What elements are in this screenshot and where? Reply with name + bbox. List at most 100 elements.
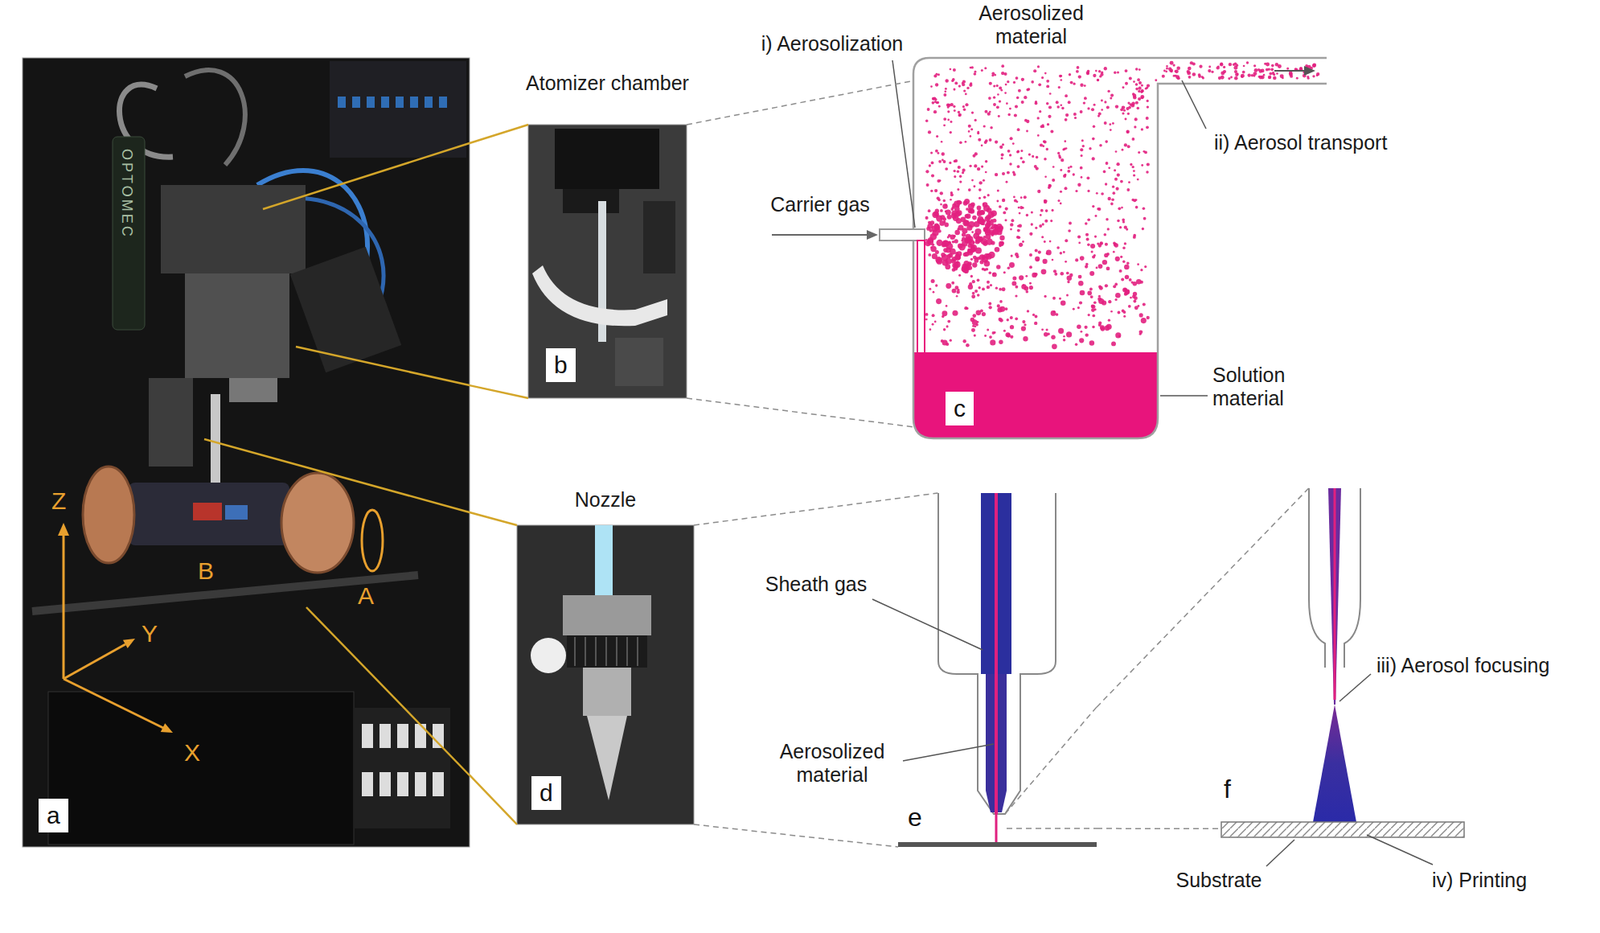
aerosol-droplet: [974, 289, 978, 293]
aerosol-droplet: [1017, 164, 1021, 169]
aerosol-droplet: [971, 110, 974, 114]
aerosol-droplet: [1259, 69, 1264, 74]
aerosol-droplet: [1108, 123, 1112, 126]
aerosol-droplet: [1056, 105, 1059, 108]
leader-line: [1366, 834, 1433, 865]
aerosol-droplet: [934, 188, 938, 193]
zoom-line: [1005, 706, 1097, 814]
aerosol-droplet: [992, 96, 996, 99]
aerosol-droplet: [1091, 137, 1096, 141]
aerosol-droplet: [1103, 233, 1108, 237]
aerosol-droplet: [925, 240, 932, 247]
aerosol-droplet: [949, 339, 952, 342]
aerosol-droplet: [1066, 293, 1069, 296]
aerosol-droplet: [1240, 74, 1244, 78]
aerosol-droplet: [1029, 253, 1033, 257]
aerosol-droplet: [1066, 331, 1072, 337]
aerosol-droplet: [974, 228, 981, 235]
aerosol-droplet: [1099, 286, 1104, 291]
aerosol-droplet: [970, 127, 973, 131]
callout-label: Aerosolized material: [960, 1, 1102, 49]
aerosol-droplet: [1107, 319, 1111, 322]
nozzle-photo: [516, 525, 694, 825]
aerosol-droplet: [1019, 205, 1023, 210]
aerosol-droplet: [1056, 246, 1060, 250]
aerosol-droplet: [1124, 118, 1128, 121]
aerosol-droplet: [1084, 221, 1088, 226]
aerosol-droplet: [1076, 324, 1082, 330]
aerosol-droplet: [969, 135, 973, 138]
aerosol-droplet: [1063, 173, 1067, 177]
aerosol-droplet: [952, 105, 956, 108]
aerosol-droplet: [1110, 310, 1113, 313]
aerosol-droplet: [981, 267, 985, 271]
aerosol-droplet: [1197, 73, 1202, 77]
aerosol-droplet: [1106, 106, 1110, 110]
aerosol-droplet: [1146, 315, 1150, 320]
aerosol-droplet: [1044, 175, 1047, 178]
aerosol-droplet: [1041, 328, 1044, 331]
aerosol-droplet: [996, 200, 999, 203]
aerosol-droplet: [995, 287, 998, 290]
aerosol-droplet: [970, 202, 976, 207]
aerosol-droplet: [1172, 63, 1175, 66]
aerosol-droplet: [1140, 127, 1144, 131]
aerosol-droplet: [971, 328, 976, 333]
aerosol-droplet: [953, 109, 956, 112]
copper-disc: [281, 472, 354, 573]
aerosol-droplet: [1161, 74, 1166, 78]
aerosol-droplet: [1016, 150, 1020, 154]
aerosol-droplet: [1120, 206, 1124, 210]
aerosol-droplet: [1146, 105, 1149, 108]
aerosol-droplet: [978, 188, 982, 192]
aerosol-droplet: [1189, 61, 1194, 65]
aerosol-droplet: [1111, 197, 1115, 202]
chain-link: [379, 771, 391, 796]
aerosol-droplet: [1104, 324, 1111, 331]
aerosol-droplet: [926, 183, 930, 187]
aerosol-droplet: [1006, 333, 1011, 338]
aerosol-droplet: [1001, 71, 1005, 75]
aerosol-droplet: [1059, 251, 1063, 255]
aerosol-droplet: [979, 180, 983, 185]
aerosol-droplet: [1091, 307, 1096, 312]
print-head: [160, 184, 306, 274]
aerosol-droplet: [1093, 103, 1096, 107]
aerosol-droplet: [1033, 321, 1038, 325]
aerosol-droplet: [1060, 299, 1067, 306]
aerosol-droplet: [953, 160, 956, 163]
aerosol-droplet: [965, 213, 972, 220]
aerosol-droplet: [1079, 290, 1086, 296]
aerosol-droplet: [1123, 109, 1126, 112]
aerosol-droplet: [1025, 130, 1029, 133]
aerosol-droplet: [1126, 130, 1129, 133]
aerosol-droplet: [942, 339, 948, 345]
aerosol-droplet: [954, 261, 961, 268]
aerosol-droplet: [992, 228, 999, 235]
axis-arrow: [123, 638, 136, 649]
aerosol-droplet: [1016, 200, 1019, 203]
aerosol-droplet: [1107, 90, 1110, 93]
aerosol-droplet: [1069, 273, 1073, 277]
aerosol-droplet: [1066, 169, 1071, 173]
aerosol-droplet: [1049, 240, 1052, 243]
aerosol-droplet: [977, 286, 981, 289]
aerosol-droplet: [931, 173, 935, 177]
aerosol-droplet: [1009, 228, 1013, 231]
aerosol-droplet: [1087, 291, 1092, 296]
aerosol-droplet: [980, 165, 984, 169]
aerosol-droplet: [1253, 71, 1258, 76]
aerosol-droplet: [1084, 325, 1088, 329]
aerosol-droplet: [1006, 318, 1010, 321]
aerosol-droplet: [1120, 107, 1124, 111]
aerosol-droplet: [1034, 226, 1038, 230]
aerosol-droplet: [977, 138, 981, 142]
aerosol-droplet: [968, 130, 971, 133]
aerosol-droplet: [1045, 209, 1049, 213]
aerosol-droplet: [1001, 172, 1006, 176]
aerosol-droplet: [1062, 338, 1067, 342]
aerosol-droplet: [1077, 306, 1080, 309]
photo-panel: Atomizer chamberb: [528, 124, 687, 398]
aerosol-droplet: [1060, 271, 1065, 276]
aerosol-droplet: [967, 261, 972, 266]
